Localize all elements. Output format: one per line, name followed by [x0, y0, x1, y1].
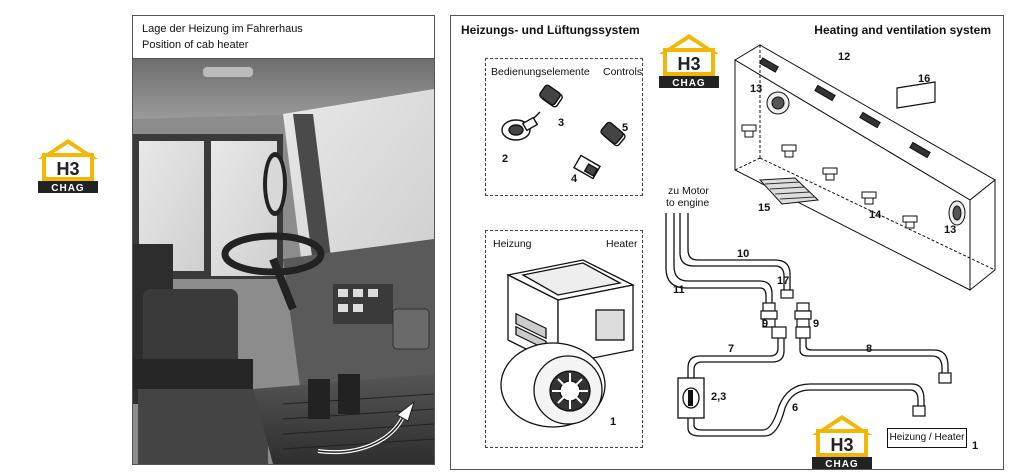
controls-label-en: Controls — [603, 66, 643, 78]
heater-label-en: Heater — [606, 238, 638, 250]
heater-box — [485, 230, 643, 448]
callout-13-top: 13 — [750, 83, 763, 95]
svg-text:CHAG: CHAG — [825, 459, 858, 470]
callout-12: 12 — [838, 51, 851, 63]
panel-title-de: Heizungs- und Lüftungssystem — [461, 23, 640, 37]
callout-9-left: 9 — [762, 318, 769, 330]
svg-text:H3: H3 — [677, 54, 700, 74]
callout-13-side: 13 — [944, 224, 957, 236]
logo-base-text: CHAG — [51, 183, 84, 194]
engine-label-en: to engine — [666, 197, 710, 209]
company-logo-bottom: H3 CHAG — [812, 415, 872, 470]
heater-label-de: Heizung — [493, 238, 532, 250]
callout-2-3: 2,3 — [711, 391, 727, 403]
callout-11: 11 — [673, 284, 685, 296]
controls-parts-drawing — [501, 84, 626, 180]
ventilation-duct-drawing — [734, 44, 996, 292]
heater-block-label: Heizung / Heater — [889, 432, 965, 443]
cab-heater-panel: Lage der Heizung im Fahrerhaus Position … — [132, 15, 435, 465]
callout-3: 3 — [558, 117, 565, 129]
callout-14: 14 — [869, 209, 882, 221]
heater-block: Heizung / Heater — [887, 428, 967, 448]
svg-text:CHAG: CHAG — [672, 78, 705, 89]
callout-8: 8 — [866, 343, 873, 355]
logo-base — [38, 181, 98, 193]
caption-divider — [133, 58, 434, 59]
svg-text:H3: H3 — [830, 435, 853, 455]
logo-wall — [42, 153, 94, 181]
company-logo-top: H3 CHAG — [659, 34, 719, 89]
callout-5: 5 — [622, 122, 629, 134]
callout-10: 10 — [737, 248, 750, 260]
engine-label-de: zu Motor — [668, 185, 709, 197]
callout-4: 4 — [571, 173, 578, 185]
logo-letters: H3 — [56, 159, 79, 179]
callout-16: 16 — [918, 73, 931, 85]
controls-label-de: Bedienungselemente — [491, 66, 590, 78]
cab-interior-photo — [133, 59, 434, 464]
company-logo: H3 CHAG — [38, 139, 98, 194]
callout-7: 7 — [728, 343, 735, 355]
cover-plate-drawing — [896, 81, 936, 109]
controls-box — [485, 58, 643, 196]
callout-6: 6 — [792, 402, 799, 414]
callout-2: 2 — [502, 153, 509, 165]
caption-de: Lage der Heizung im Fahrerhaus — [142, 23, 303, 35]
callout-9-right: 9 — [813, 318, 820, 330]
callout-17: 17 — [777, 275, 790, 287]
hose-network-drawing — [665, 213, 952, 437]
caption-en: Position of cab heater — [142, 39, 249, 51]
heater-unit-drawing — [500, 259, 635, 428]
callout-1-block: 1 — [972, 440, 979, 452]
callout-15: 15 — [758, 202, 771, 214]
panel-title-en: Heating and ventilation system — [814, 23, 991, 37]
callout-1-heater: 1 — [610, 416, 617, 428]
